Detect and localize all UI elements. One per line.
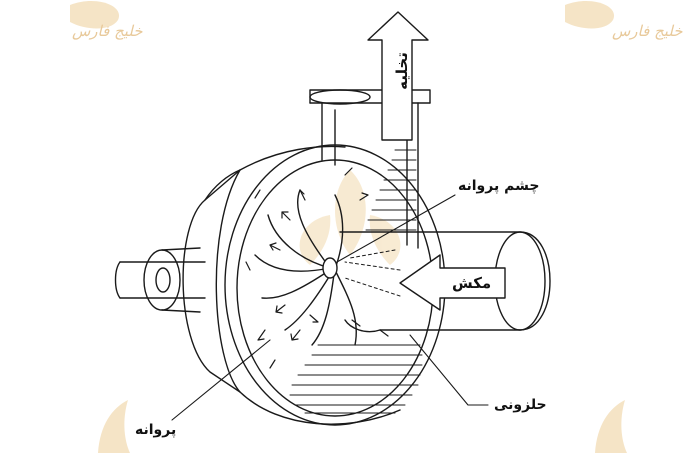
label-discharge: تخلیه <box>393 52 411 90</box>
label-volute: حلزونی <box>494 397 547 413</box>
discharge-arrow <box>367 11 429 141</box>
label-suction: مکش <box>452 274 492 292</box>
label-impeller-eye: چشم پروانه <box>458 178 540 194</box>
impeller <box>254 189 357 346</box>
watermark-text-top-left: خلیج فارس <box>72 22 143 40</box>
suction-flow-lines <box>344 249 401 297</box>
shaft <box>114 261 206 299</box>
volute-hatching <box>289 344 423 414</box>
watermark-logo-bottom-left <box>98 400 130 453</box>
bearing-collar <box>143 247 201 313</box>
suction-arrow <box>399 254 506 311</box>
watermark-logo-top-right <box>565 0 615 29</box>
discharge-hatching <box>365 149 417 231</box>
impeller-flow-arrows <box>245 167 389 369</box>
watermark-text-top-right: خلیج فارس <box>612 22 683 40</box>
watermark-logo-center <box>299 170 401 265</box>
leader-lines <box>171 194 489 421</box>
watermark-logo-top-left <box>70 0 120 29</box>
label-impeller: پروانه <box>135 422 177 438</box>
pump-back-cover <box>182 169 241 393</box>
watermark-logo-bottom-right <box>595 400 627 453</box>
